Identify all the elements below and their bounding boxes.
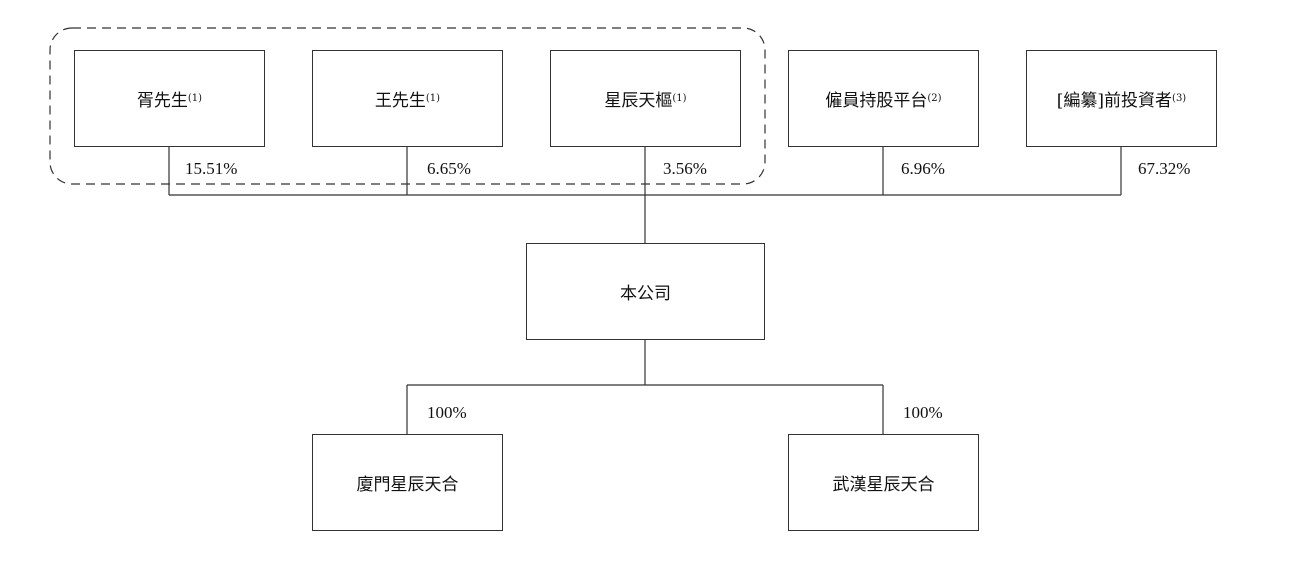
- subsidiary-name: 武漢星辰天合: [832, 475, 935, 495]
- shareholder-name: 僱員持股平台: [825, 91, 928, 111]
- shareholder-name: 胥先生: [136, 91, 188, 111]
- shareholder-box-employee-platform: 僱員持股平台(2): [788, 50, 979, 147]
- shareholder-box-pre-investors: [編纂]前投資者(3): [1026, 50, 1217, 147]
- footnote-ref: (3): [1172, 93, 1187, 104]
- footnote-ref: (2): [927, 93, 942, 104]
- shareholder-box-xingchen-tianshu: 星辰天樞(1): [550, 50, 741, 147]
- pct-label: 67.32%: [1138, 159, 1191, 178]
- footnote-ref: (1): [187, 93, 203, 104]
- company-name: 本公司: [620, 284, 671, 304]
- shareholder-box-wang: 王先生(1): [312, 50, 503, 147]
- pct-label: 15.51%: [185, 159, 238, 178]
- shareholder-name: [編纂]前投資者: [1056, 91, 1173, 111]
- subsidiary-name: 廈門星辰天合: [356, 475, 459, 495]
- pct-label: 6.65%: [427, 159, 471, 178]
- shareholder-box-xu: 胥先生(1): [74, 50, 265, 147]
- company-box: 本公司: [526, 243, 765, 340]
- pct-label: 6.96%: [901, 159, 945, 178]
- shareholder-name: 星辰天樞: [604, 91, 673, 111]
- shareholder-name: 王先生: [374, 91, 426, 111]
- footnote-ref: (1): [425, 93, 441, 104]
- subsidiary-box-xiamen: 廈門星辰天合: [312, 434, 503, 531]
- footnote-ref: (1): [672, 93, 687, 104]
- pct-label: 3.56%: [663, 159, 707, 178]
- pct-label: 100%: [427, 403, 467, 422]
- subsidiary-box-wuhan: 武漢星辰天合: [788, 434, 979, 531]
- pct-label: 100%: [903, 403, 943, 422]
